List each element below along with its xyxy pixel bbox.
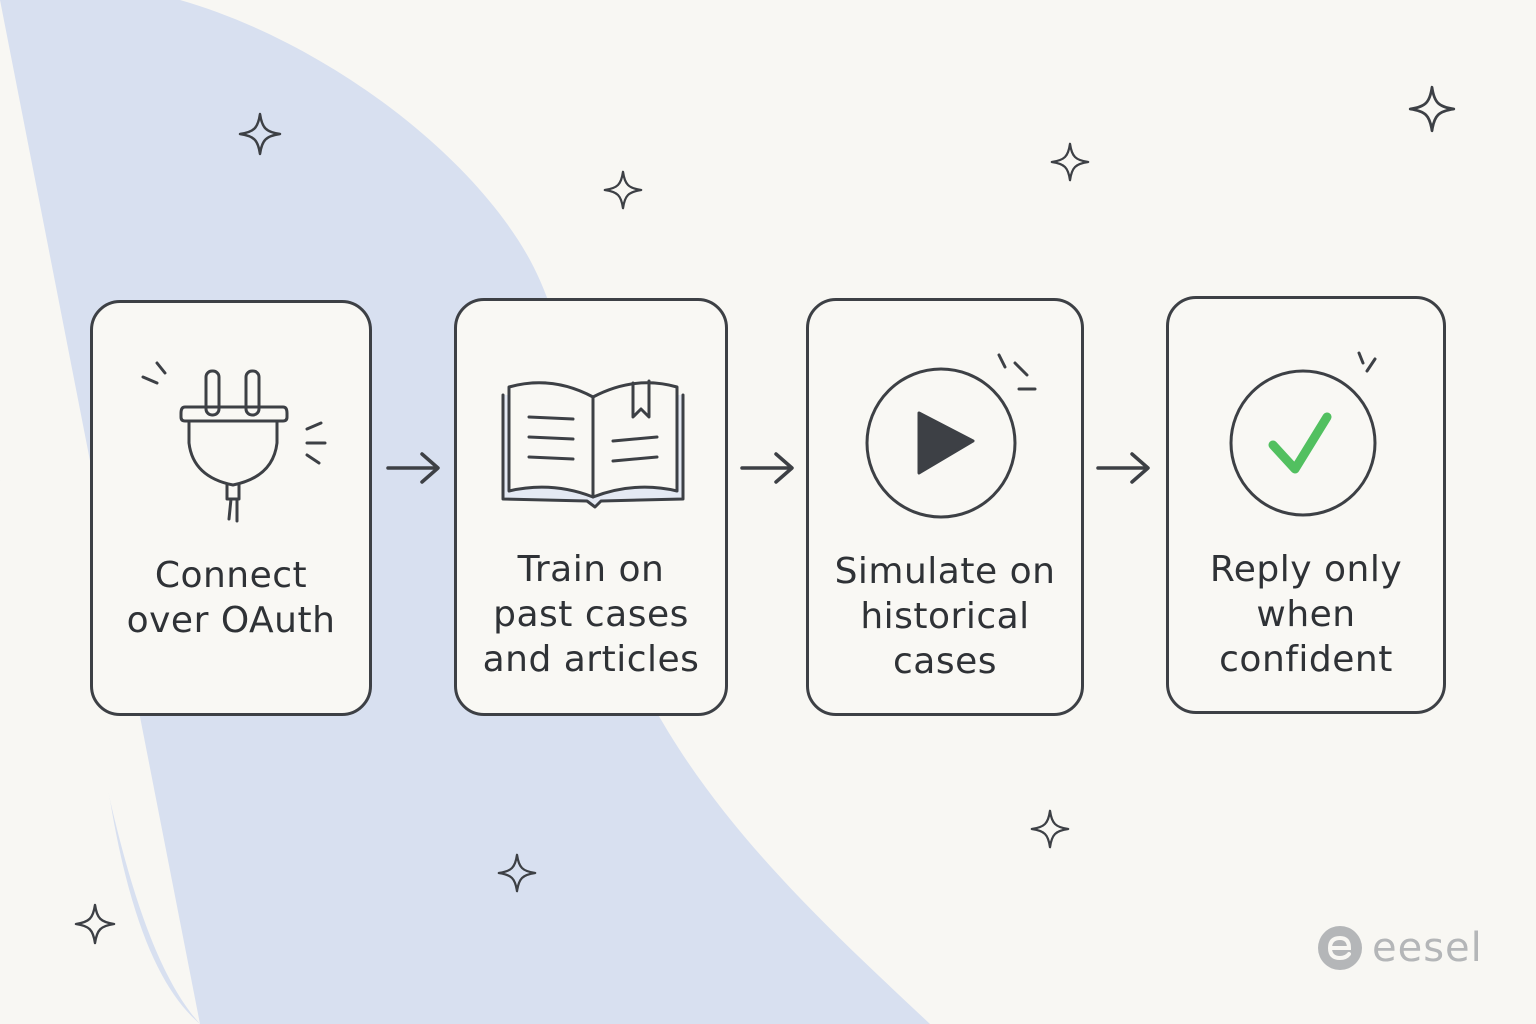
checkmark-icon: [1229, 351, 1377, 517]
step-card-reply: Reply only when confident: [1166, 296, 1446, 714]
step-card-simulate: Simulate on historical cases: [806, 298, 1084, 716]
eesel-logo-icon: [1318, 926, 1362, 970]
sparkle-icon: [1030, 809, 1070, 849]
sparkle-icon: [238, 112, 282, 156]
arrow-right-icon: [386, 452, 440, 484]
step-label: Train on past cases and articles: [482, 549, 700, 680]
arrow-right-icon: [1096, 452, 1150, 484]
sparkle-icon: [1050, 142, 1090, 182]
sparkle-icon: [1408, 85, 1456, 133]
arrow-right-icon: [740, 452, 794, 484]
sparkle-icon: [497, 853, 537, 893]
open-book-icon: [501, 379, 685, 509]
sparkle-icon: [603, 170, 643, 210]
blob-shape-cutout: [0, 480, 200, 1024]
play-icon: [865, 353, 1037, 519]
logo-text: eesel: [1372, 925, 1483, 971]
step-card-connect: Connect over OAuth: [90, 300, 372, 716]
sparkle-icon: [74, 903, 116, 945]
step-label: Simulate on historical cases: [834, 551, 1056, 682]
plug-icon: [141, 361, 327, 523]
eesel-logo: eesel: [1316, 922, 1496, 974]
step-label: Reply only when confident: [1209, 549, 1403, 680]
step-label: Connect over OAuth: [126, 555, 336, 641]
step-card-train: Train on past cases and articles: [454, 298, 728, 716]
